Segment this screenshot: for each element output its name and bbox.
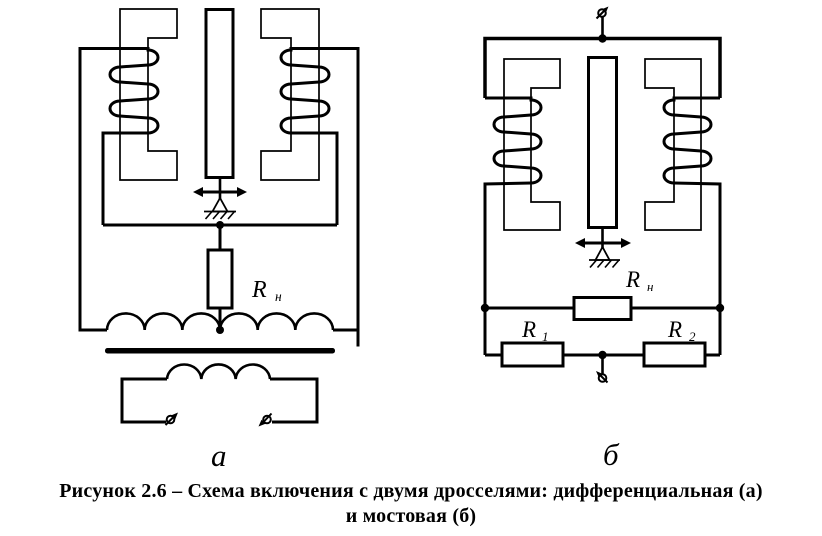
load-resistor-sub-a: н	[275, 289, 282, 304]
diagram-b-label: б	[603, 437, 620, 470]
choke-winding-left-b	[483, 96, 543, 355]
choke-winding-left-a	[78, 47, 160, 332]
resistor-r2-sub-b: 2	[689, 329, 696, 344]
load-resistor-a	[206, 248, 234, 310]
diagram-b: R н R 1 R 2 б	[480, 6, 725, 470]
choke-winding-right-a	[279, 47, 360, 332]
input-terminal-bottom-icon-b	[596, 371, 609, 384]
choke-winding-right-b	[662, 96, 722, 355]
choke-core-right-a	[260, 8, 320, 181]
input-terminal-top-icon-b	[595, 6, 609, 20]
secondary-lead-left-a	[120, 377, 167, 424]
choke-core-right-b	[644, 58, 702, 231]
junction-dot-b-right	[715, 303, 725, 313]
junction-dot-b-left	[480, 303, 490, 313]
transformer-core-a	[105, 348, 335, 354]
pivot-icon-b	[589, 245, 620, 269]
choke-core-left-b	[503, 58, 561, 231]
output-terminal-right-icon-a	[258, 412, 273, 427]
secondary-lead-right-a	[270, 377, 319, 424]
junction-dot-a2	[216, 326, 224, 334]
diagram-a: R н а	[78, 8, 360, 470]
pivot-icon-a	[204, 196, 236, 220]
resistor-r1-label-b: R	[521, 317, 536, 342]
motion-arrow-icon-a	[193, 187, 247, 197]
junction-dot-b-top	[598, 34, 607, 43]
diagram-a-label: а	[211, 438, 227, 470]
load-resistor-label-a: R	[251, 277, 267, 303]
caption-line-1: Рисунок 2.6 – Схема включения с двумя др…	[59, 480, 763, 502]
figure-caption: Рисунок 2.6 – Схема включения с двумя др…	[0, 479, 822, 529]
junction-dot-a1	[216, 221, 224, 229]
choke-core-left-a	[119, 8, 178, 181]
load-resistor-sub-b: н	[647, 279, 653, 294]
circuit-figure: R н а	[78, 6, 725, 470]
resistor-r2-b	[642, 341, 707, 368]
motion-arrow-icon-b	[575, 238, 631, 248]
armature-a	[204, 8, 235, 179]
armature-b	[587, 56, 618, 229]
load-resistor-b	[572, 296, 633, 321]
resistor-r1-sub-b: 1	[542, 329, 549, 344]
caption-line-2: и мостовая (б)	[345, 505, 477, 527]
resistor-r2-label-b: R	[667, 317, 682, 342]
load-resistor-label-b: R	[625, 267, 640, 292]
resistor-r1-b	[500, 341, 565, 368]
transformer-secondary-a	[165, 363, 272, 380]
output-terminal-left-icon-a	[164, 412, 178, 426]
